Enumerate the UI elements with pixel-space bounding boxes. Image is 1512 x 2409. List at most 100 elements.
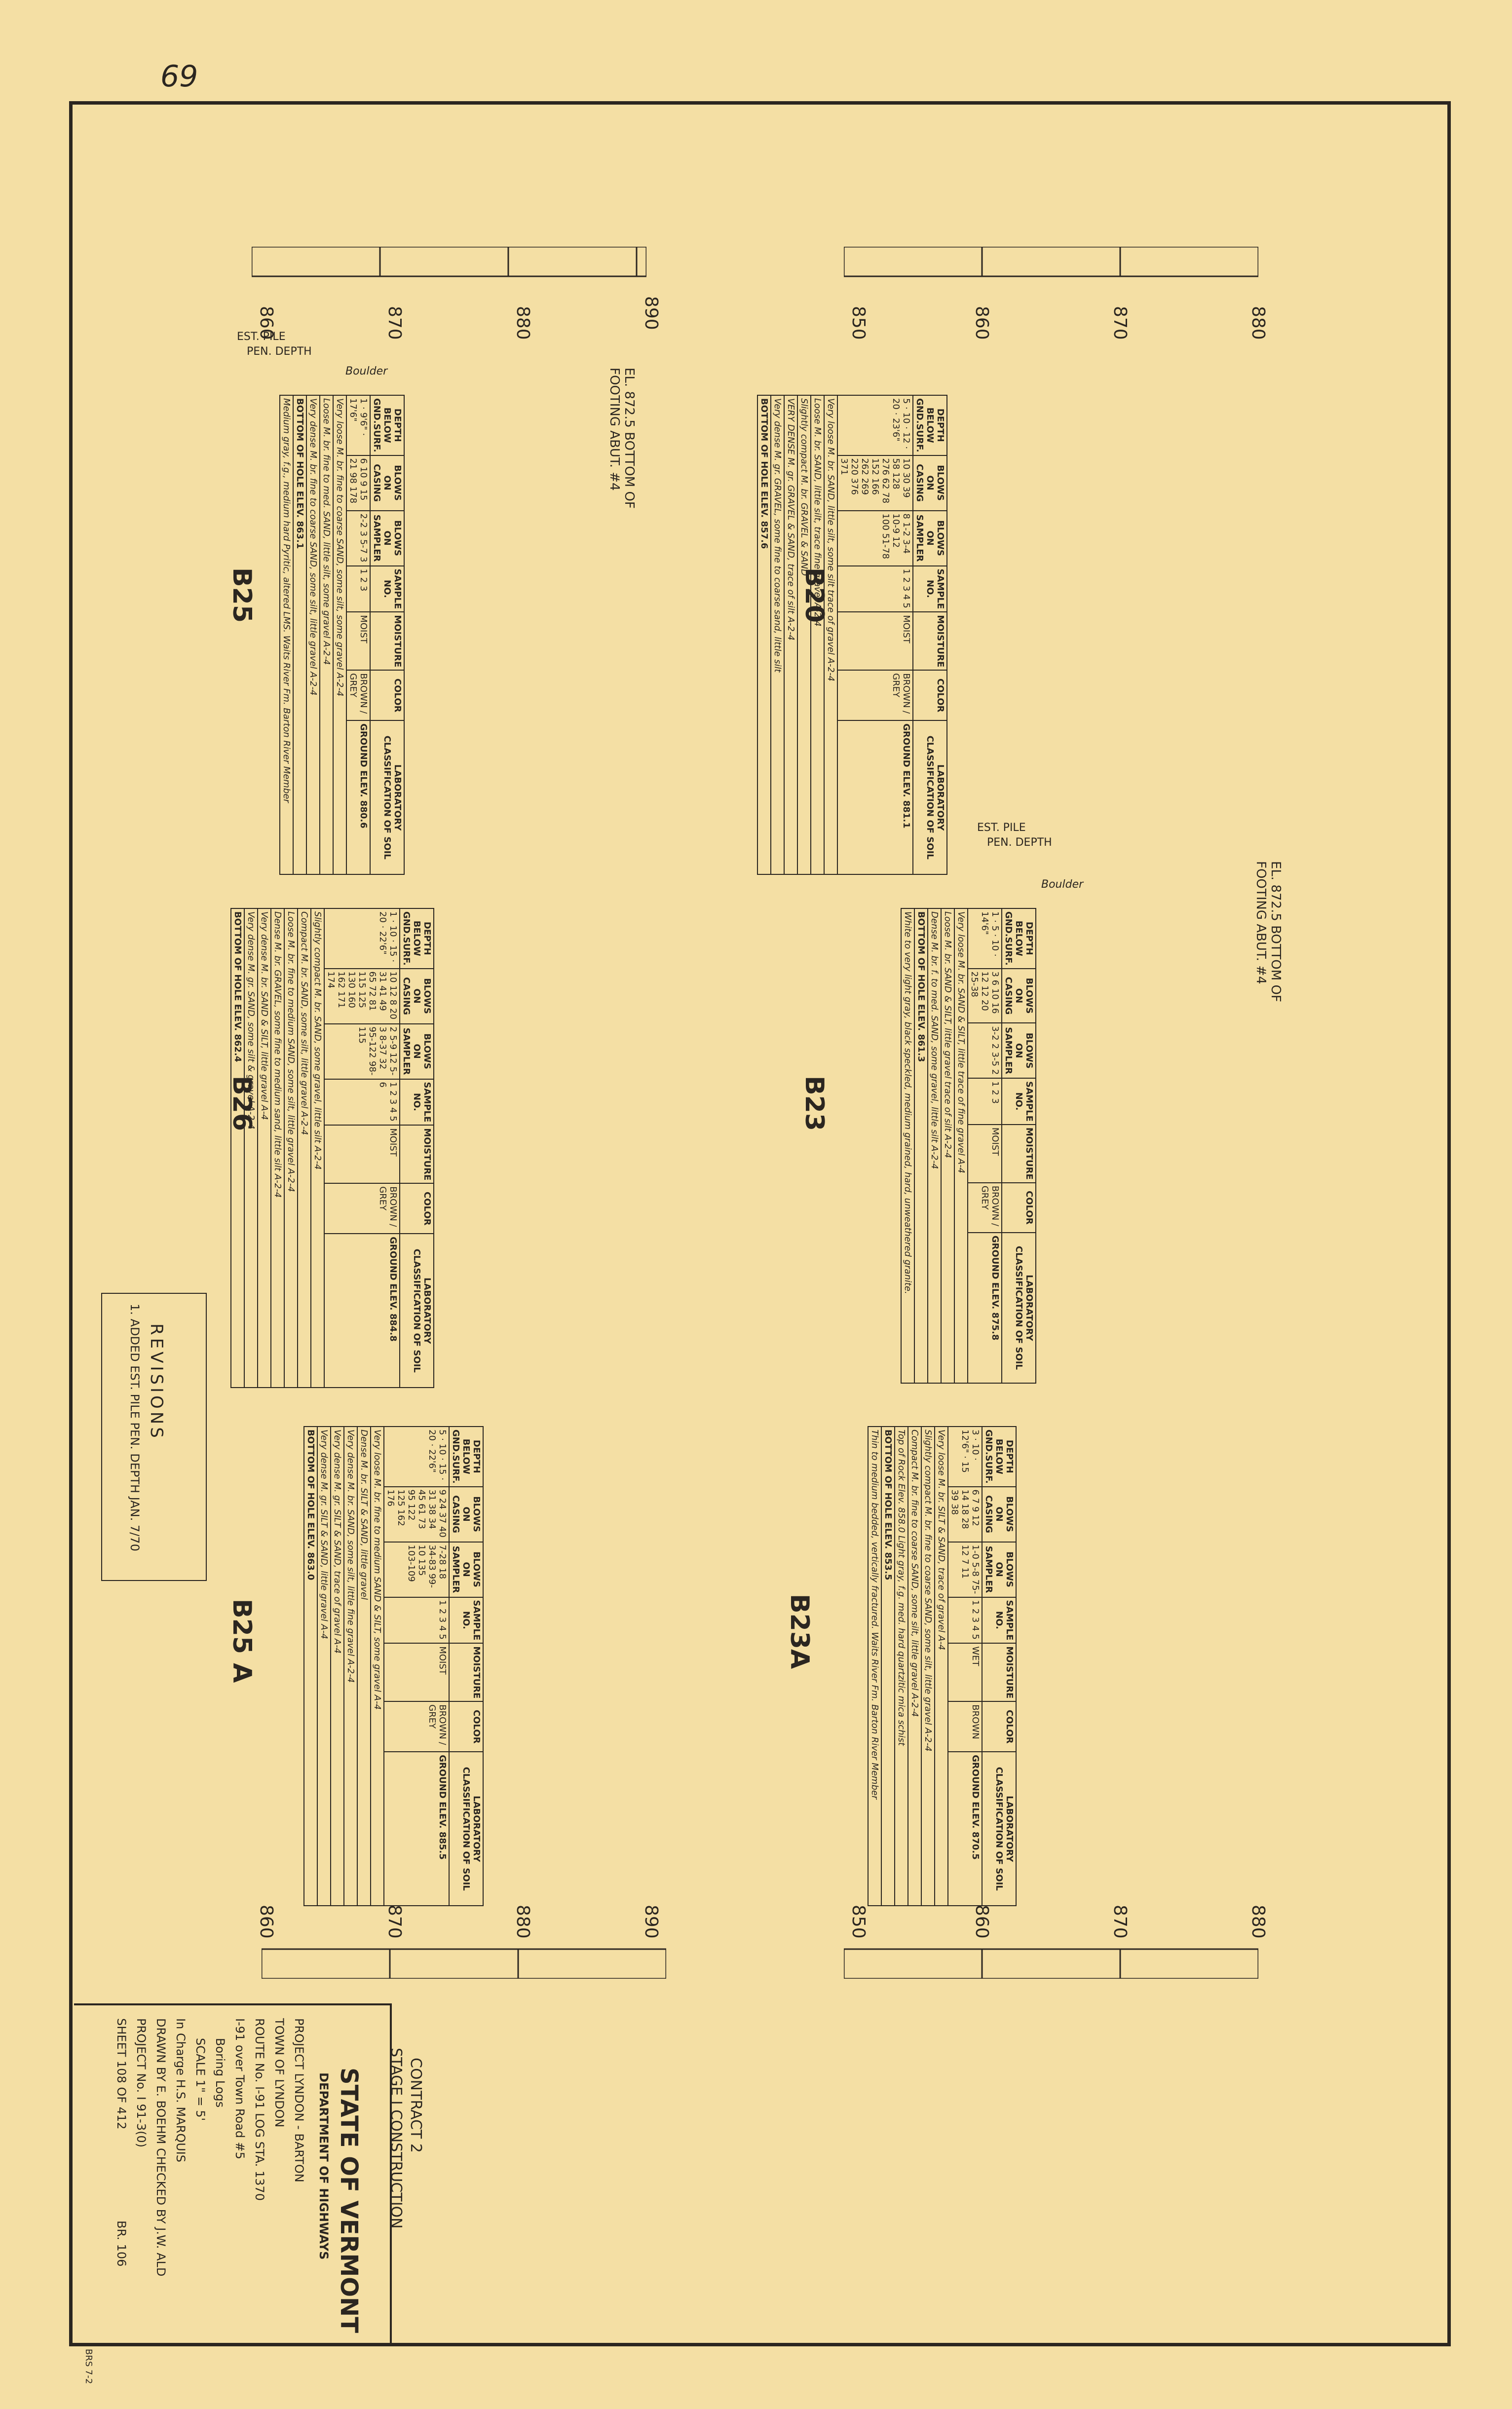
- est-pile-label-b25: EST. PILE: [237, 331, 286, 343]
- scale-label-860-bl: 860: [256, 1905, 276, 1939]
- header-cell: BLOWS ON SAMPLER: [982, 1542, 1016, 1597]
- scale-label-870-bl: 870: [384, 1905, 405, 1939]
- stratum-description: Very loose M. br. fine to medium SAND & …: [371, 1427, 384, 1906]
- stratum-description: Top of Rock Elev. 858.0 Light gray, f.g.…: [895, 1427, 908, 1906]
- color-cell: BROWN / GREY: [324, 1183, 400, 1234]
- header-cell: BLOWS ON SAMPLER: [370, 510, 404, 566]
- bridge-no: BR. 106: [114, 2221, 128, 2267]
- in-charge-line: In Charge H.S. MARQUIS: [174, 2018, 188, 2162]
- sampler-blows-cell: 8 1-2 3-4 10-9 12 100 51-78: [837, 510, 913, 566]
- casing-blows-cell: 6 7 9 12 14 18 28 39 38: [948, 1486, 982, 1542]
- stratum-description: Very loose M. br. SAND & SILT, little tr…: [954, 908, 968, 1383]
- header-cell: DEPTH BELOW GND.SURF.: [370, 395, 404, 455]
- rock-note: Medium gray, f.g., medium hard Pyritic, …: [280, 395, 293, 875]
- header-cell: BLOWS ON CASING: [400, 968, 434, 1024]
- stratum-description: Dense M. br. SILT & SAND, little gravel: [357, 1427, 371, 1906]
- casing-blows-cell: 6 10 9 15 21 98 178: [346, 455, 370, 511]
- stratum-description: Loose M. br. fine to med. SAND, little s…: [320, 395, 333, 875]
- header-cell: SAMPLE NO.: [400, 1079, 434, 1126]
- sample-no-cell: 1 2 3 4 5 6: [324, 1079, 400, 1126]
- sample-no-cell: 1 2 3 4 5: [384, 1597, 449, 1644]
- boring-id-label: B20: [799, 567, 829, 623]
- header-cell: LABORATORY CLASSIFICATION OF SOIL: [1002, 1232, 1036, 1383]
- header-cell: LABORATORY CLASSIFICATION OF SOIL: [370, 720, 404, 875]
- ground-elev-cell: GROUND ELEV. 880.6: [346, 720, 370, 875]
- ground-elev-cell: GROUND ELEV. 884.8: [324, 1234, 400, 1388]
- project-no-line: PROJECT No. I 91-3(0): [134, 2018, 148, 2147]
- stratum-description: Very loose M. br. SILT & SAND, trace of …: [935, 1427, 948, 1906]
- stratum-description: Very dense M. gr. SILT & SAND, trace of …: [331, 1427, 344, 1906]
- depth-cell: 1 · 5 · 10 · 14'6": [968, 908, 1002, 969]
- casing-blows-cell: 9 24 37 40 31 38 34 45 61 73 95 122 125 …: [384, 1486, 449, 1542]
- color-cell: BROWN / GREY: [384, 1701, 449, 1752]
- stratum-description: Loose M. br. fine to medium SAND, some s…: [284, 908, 298, 1388]
- elevation-scale-top-right: [844, 247, 1258, 301]
- stratum-description: Compact M. br. fine to coarse SAND, some…: [908, 1427, 921, 1906]
- scale-line: SCALE 1" = 5': [193, 2038, 207, 2121]
- sample-no-cell: 1 2 3: [968, 1078, 1002, 1125]
- boring-id-label: B26: [227, 1076, 257, 1131]
- dept-title: DEPARTMENT OF HIGHWAYS: [317, 2072, 331, 2260]
- description-line-2: Boring Logs: [213, 2038, 227, 2108]
- header-cell: DEPTH BELOW GND.SURF.: [449, 1427, 483, 1487]
- scale-label-870-tr: 870: [1110, 306, 1130, 340]
- stratum-description: Very dense M. gr. GRAVEL, some fine to c…: [771, 395, 784, 875]
- moisture-cell: MOIST: [346, 612, 370, 671]
- stratum-description: Very loose M. br. SAND, little silt, som…: [824, 395, 837, 875]
- stratum-description: Slightly compact M. br. SAND, some grave…: [311, 908, 324, 1388]
- revisions-box: REVISIONS 1. ADDED EST. PILE PEN. DEPTH …: [101, 1293, 207, 1581]
- color-cell: BROWN: [948, 1701, 982, 1752]
- boring-id-label: B25 A: [227, 1599, 257, 1683]
- header-cell: BLOWS ON CASING: [913, 455, 947, 511]
- header-cell: COLOR: [982, 1701, 1016, 1752]
- header-cell: MOISTURE: [982, 1643, 1016, 1702]
- header-cell: SAMPLE NO.: [982, 1597, 1016, 1644]
- elevation-scale-bottom-right: [844, 1924, 1258, 1979]
- bottom-of-hole: BOTTOM OF HOLE ELEV. 863.0: [304, 1427, 317, 1906]
- stratum-description: Very dense M. gr. SILT & SAND, little gr…: [317, 1427, 331, 1906]
- ground-elev-cell: GROUND ELEV. 885.5: [384, 1752, 449, 1906]
- header-cell: MOISTURE: [1002, 1124, 1036, 1183]
- header-cell: BLOWS ON CASING: [449, 1486, 483, 1542]
- stratum-description: Slightly compact M. br. fine to coarse S…: [921, 1427, 935, 1906]
- sampler-blows-cell: 2 5-9 12 5-3 8-37 32 95-122 98-115: [324, 1023, 400, 1079]
- sample-no-cell: 1 2 3 4 5: [837, 565, 913, 612]
- scale-label-860-br: 860: [972, 1905, 992, 1939]
- sample-no-cell: 1 2 3: [346, 565, 370, 612]
- moisture-cell: MOIST: [384, 1643, 449, 1702]
- bottom-of-hole: BOTTOM OF HOLE ELEV. 861.3: [914, 908, 928, 1383]
- casing-blows-cell: 10 30 39 58 128 276 62 78 152 166 262 26…: [837, 455, 913, 511]
- stage-label: STAGE I CONSTRUCTION: [387, 2048, 405, 2229]
- header-cell: COLOR: [400, 1183, 434, 1234]
- corner-code: BRS 7-2: [83, 2349, 94, 2384]
- scale-label-850-br: 850: [848, 1905, 869, 1939]
- boulder-label-b23: Boulder: [1041, 878, 1084, 891]
- depth-cell: 5 · 10 · 15 · 20 · 22'6": [384, 1427, 449, 1487]
- scale-label-880-br: 880: [1248, 1905, 1268, 1939]
- moisture-cell: MOIST: [837, 612, 913, 671]
- drawn-line: DRAWN BY E. BOEHM CHECKED BY J.W. ALD: [154, 2018, 168, 2277]
- header-cell: COLOR: [913, 670, 947, 721]
- header-cell: COLOR: [1002, 1182, 1036, 1233]
- rock-note: Thin to medium bedded, vertically fractu…: [868, 1427, 881, 1906]
- header-cell: COLOR: [370, 670, 404, 721]
- header-cell: BLOWS ON CASING: [370, 455, 404, 511]
- header-cell: LABORATORY CLASSIFICATION OF SOIL: [982, 1752, 1016, 1906]
- header-cell: MOISTURE: [370, 612, 404, 671]
- ground-elev-cell: GROUND ELEV. 870.5: [948, 1752, 982, 1906]
- boring-id-label: B23: [799, 1076, 829, 1131]
- stratum-description: VERY DENSE M. gr. GRAVEL & SAND, trace o…: [784, 395, 797, 875]
- header-cell: DEPTH BELOW GND.SURF.: [1002, 908, 1036, 969]
- sampler-blows-cell: 2-2 3 5-7 3: [346, 510, 370, 566]
- route-line: ROUTE No. I-91 LOG STA. 1370: [253, 2018, 266, 2201]
- description-line-1: I-91 over Town Road #5: [233, 2018, 247, 2160]
- revisions-title: REVISIONS: [147, 1323, 166, 1441]
- casing-blows-cell: 10 12 8 20 31 41 49 65 72 81 115 125 130…: [324, 968, 400, 1024]
- corner-note: 69: [160, 59, 198, 94]
